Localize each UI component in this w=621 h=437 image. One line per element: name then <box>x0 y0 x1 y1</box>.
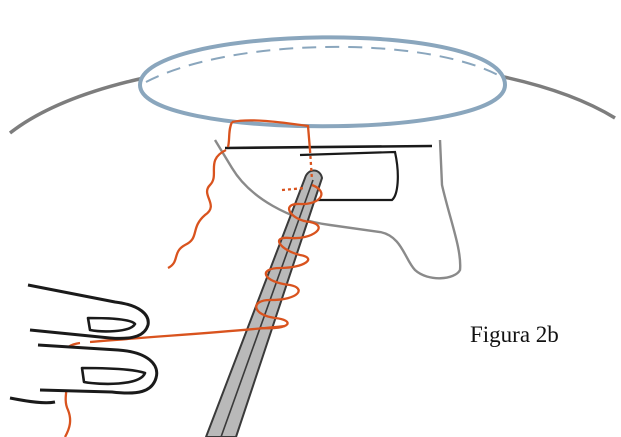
finger-upper <box>28 285 148 338</box>
nail-upper <box>88 318 135 331</box>
bowl-body <box>140 37 505 126</box>
nail-lower <box>82 368 145 384</box>
bowl <box>140 37 505 126</box>
thread-wavy-end <box>168 150 226 268</box>
tweezers <box>206 171 322 437</box>
cup-outline <box>215 140 460 278</box>
palm-edge <box>10 398 55 403</box>
figure-caption: Figura 2b <box>470 322 559 348</box>
tweezers-body <box>206 171 322 437</box>
hand <box>10 285 157 403</box>
